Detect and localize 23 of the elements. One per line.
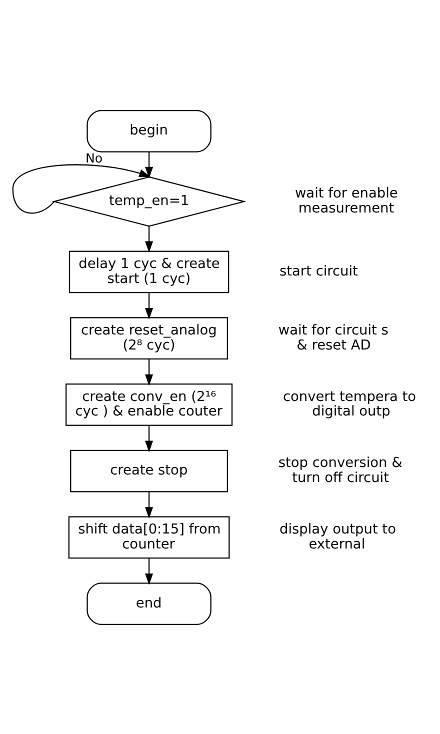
node-box: create stop xyxy=(70,449,228,492)
arrow xyxy=(145,358,154,386)
arrow xyxy=(145,558,154,584)
node-box: end xyxy=(86,582,212,624)
node-diamond: temp_en=1 xyxy=(52,176,246,226)
node-box: create conv_en (2¹⁶ cyc ) & enable couter xyxy=(66,383,233,426)
node-box: create reset_analog (2⁸ cyc) xyxy=(70,316,228,359)
edge-label: No xyxy=(85,150,103,166)
node-label: convert tempera to digital outp xyxy=(282,388,416,420)
node-label: wait for enable measurement xyxy=(294,185,398,216)
arrow xyxy=(145,424,154,452)
node-box: begin xyxy=(86,110,212,152)
node-label: start circuit xyxy=(280,262,358,279)
arrow xyxy=(145,226,154,252)
node-label: display output to external xyxy=(280,521,396,552)
node-label: wait for circuit s & reset AD xyxy=(278,322,388,353)
node-label: stop conversion & turn off circuit xyxy=(278,454,402,486)
arrow xyxy=(12,164,151,214)
arrow xyxy=(145,152,154,178)
arrow xyxy=(145,491,154,518)
node-box: delay 1 cyc & create start (1 cyc) xyxy=(68,250,230,293)
node-box: shift data[0:15] from counter xyxy=(68,516,230,558)
arrow xyxy=(145,292,154,319)
